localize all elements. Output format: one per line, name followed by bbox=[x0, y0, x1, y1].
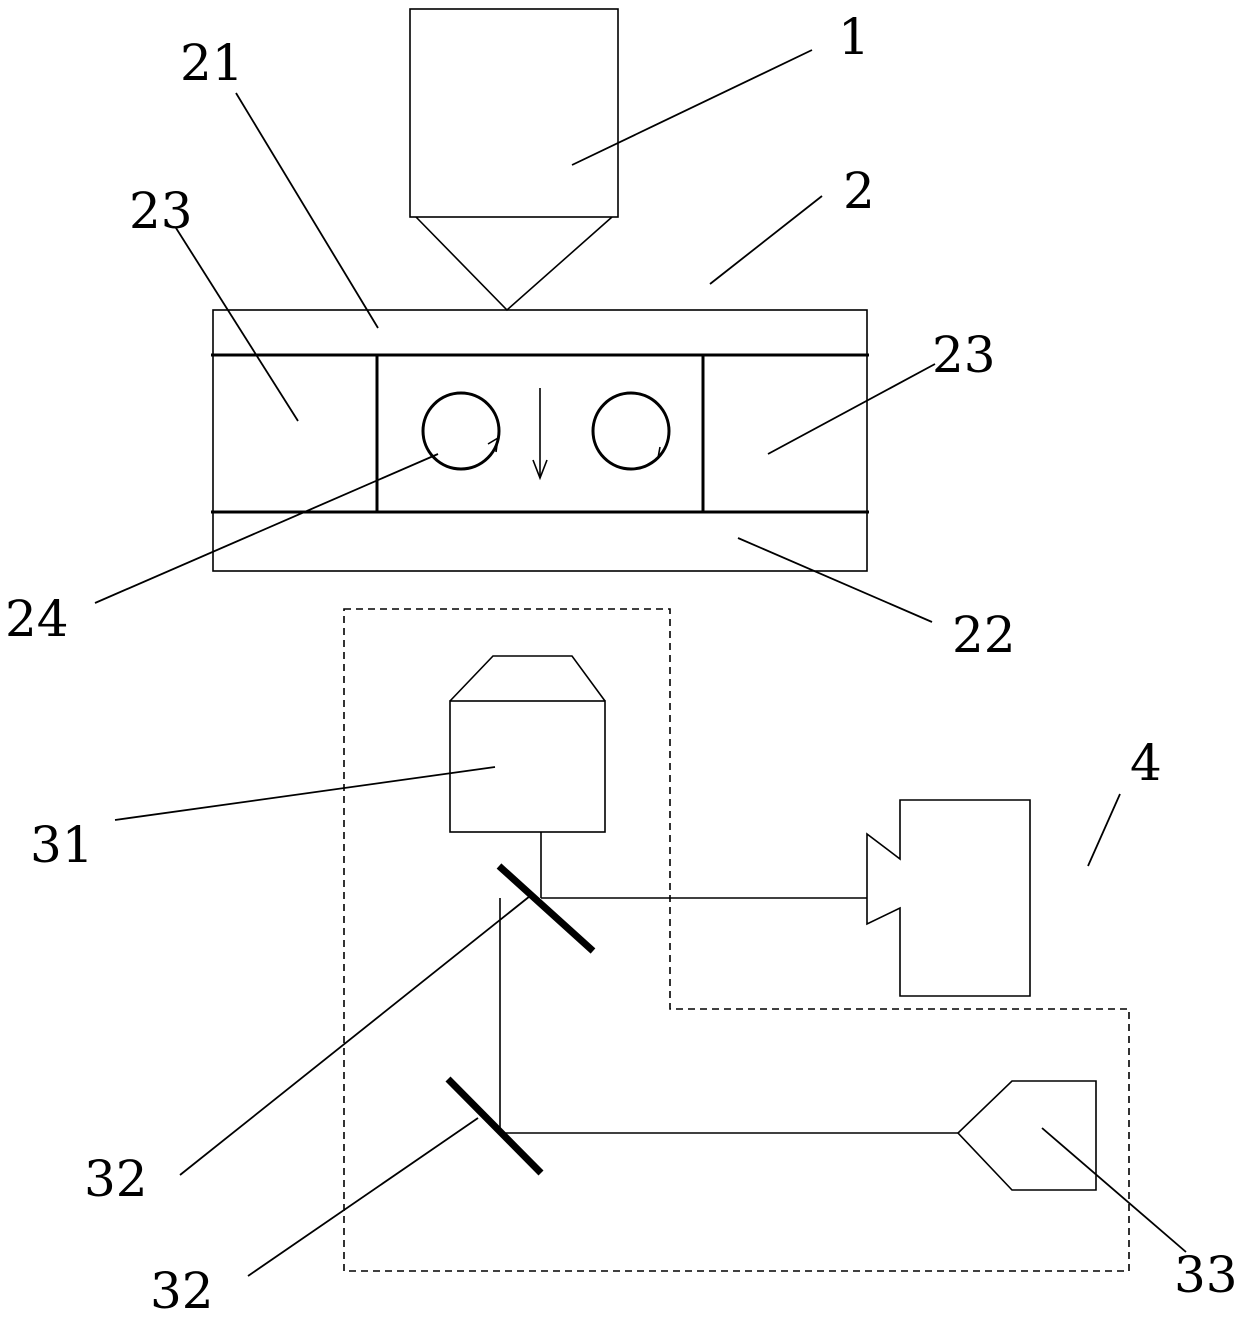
leader-4 bbox=[1088, 794, 1120, 866]
label-chip: 2 bbox=[843, 162, 875, 220]
label-detector: 33 bbox=[1174, 1246, 1238, 1304]
label-bottom-layer: 22 bbox=[952, 606, 1016, 664]
leader-2 bbox=[710, 196, 822, 284]
label-objective: 1 bbox=[838, 8, 870, 66]
optical-system-enclosure bbox=[344, 609, 1129, 1271]
objective-lens bbox=[410, 9, 618, 310]
label-particle: 24 bbox=[5, 590, 69, 648]
label-light-source: 31 bbox=[30, 816, 94, 874]
leader-23-left bbox=[176, 228, 298, 421]
flow-direction-arrow bbox=[533, 388, 547, 478]
label-side-right: 23 bbox=[932, 326, 996, 384]
left-vortex-icon bbox=[423, 393, 499, 469]
label-camera: 4 bbox=[1130, 734, 1162, 792]
leader-1 bbox=[572, 50, 812, 165]
detector-icon bbox=[958, 1081, 1096, 1190]
label-side-left: 23 bbox=[129, 182, 193, 240]
label-mirror-upper: 32 bbox=[84, 1150, 148, 1208]
leader-31 bbox=[115, 767, 495, 820]
leader-24 bbox=[95, 454, 438, 603]
lower-mirror bbox=[448, 1079, 541, 1173]
camera-icon bbox=[867, 800, 1030, 996]
right-vortex-icon bbox=[593, 393, 669, 469]
beam-paths bbox=[500, 832, 958, 1133]
leader-22 bbox=[738, 538, 932, 622]
label-mirror-lower: 32 bbox=[150, 1262, 214, 1318]
leader-32-upper bbox=[180, 896, 530, 1175]
light-source bbox=[450, 656, 605, 832]
leader-32-lower bbox=[248, 1118, 478, 1276]
leader-21 bbox=[236, 93, 378, 328]
microfluidic-chip bbox=[211, 310, 869, 571]
reference-labels: 1 2 21 23 23 24 22 4 31 32 32 33 bbox=[5, 8, 1238, 1318]
leader-23-right bbox=[768, 364, 935, 454]
label-top-layer: 21 bbox=[180, 34, 244, 92]
leader-lines bbox=[95, 50, 1186, 1276]
